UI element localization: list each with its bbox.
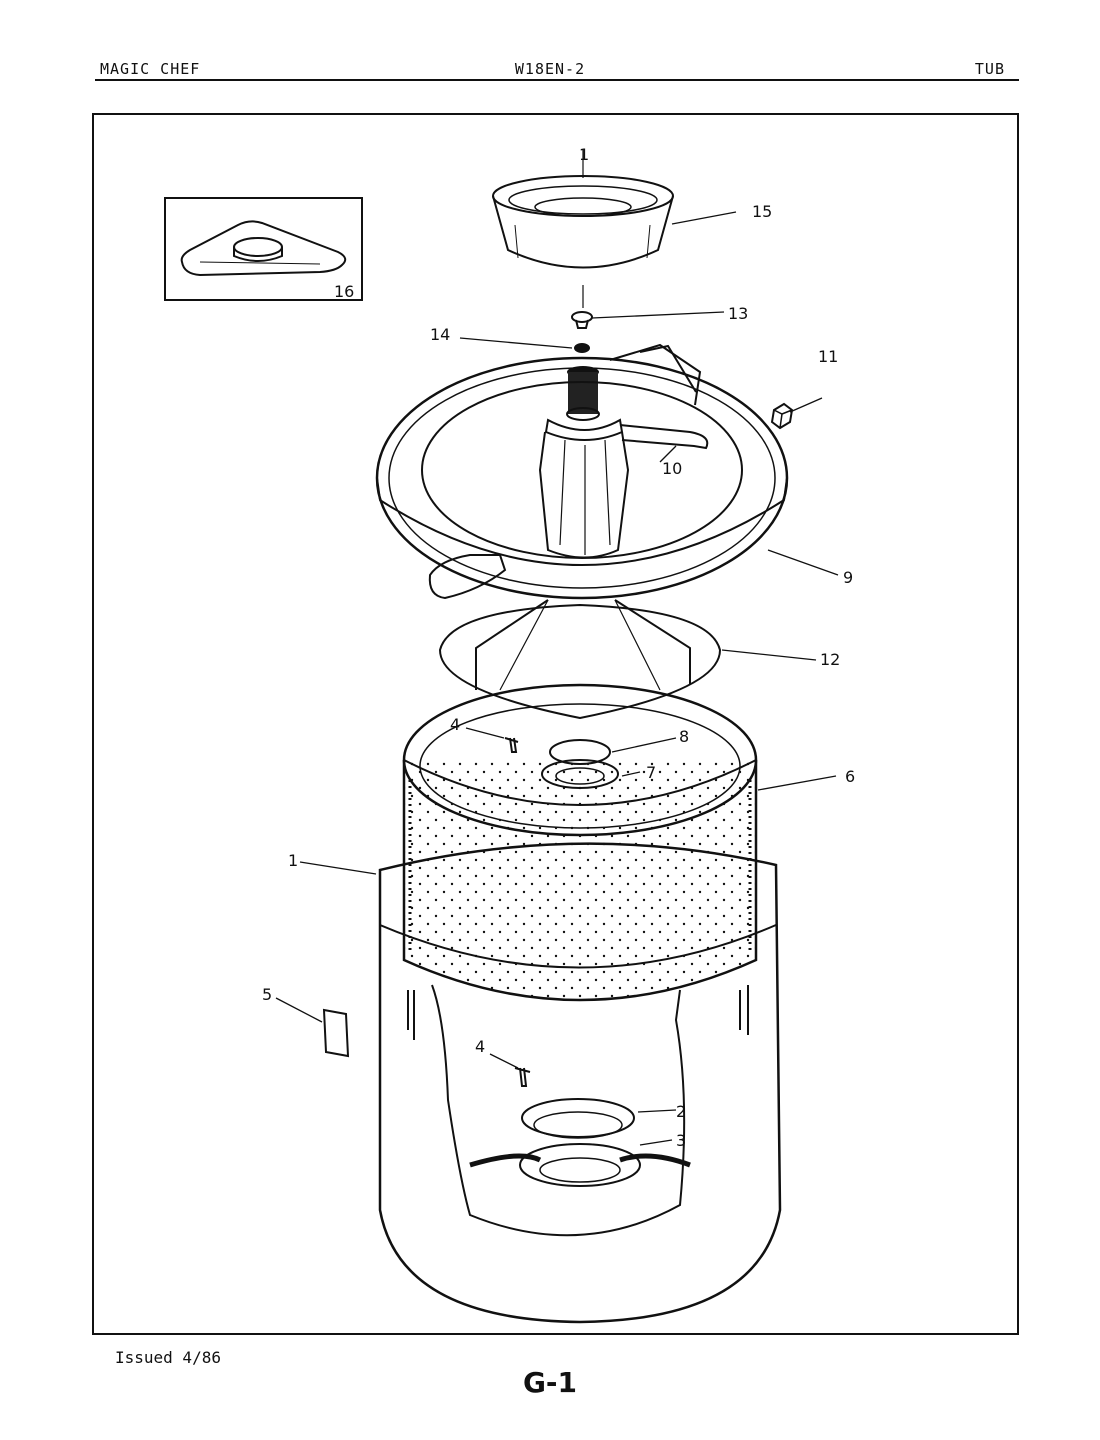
agitator-part-10 [538, 343, 709, 559]
inset-box-part-16 [164, 197, 363, 301]
page-number: G-1 [522, 1366, 578, 1399]
callout-4-lower: 4 [475, 1037, 485, 1056]
callout-6: 6 [845, 767, 855, 786]
issued-date: Issued 4/86 [115, 1348, 221, 1367]
callout-2: 2 [676, 1102, 686, 1121]
agitator-cap-part-15 [492, 150, 674, 269]
leader-lines [275, 211, 839, 1146]
outer-tub-part-1 [378, 842, 782, 1324]
clip-part-11 [770, 402, 794, 430]
tub-ring-part-9 [375, 344, 789, 600]
basket-part-6 [402, 683, 758, 1002]
callout-9: 9 [843, 568, 853, 587]
callout-11: 11 [818, 347, 838, 366]
diagram-frame [92, 113, 1019, 1335]
callout-15: 15 [752, 202, 772, 221]
callout-5: 5 [262, 985, 272, 1004]
callout-16: 16 [334, 282, 354, 301]
callout-14: 14 [430, 325, 450, 344]
callout-13: 13 [728, 304, 748, 323]
callout-12: 12 [820, 650, 840, 669]
callout-1-top: 1 [579, 145, 589, 164]
callout-7: 7 [646, 763, 656, 782]
callout-4-upper: 4 [450, 715, 460, 734]
callout-10: 10 [662, 459, 682, 478]
callout-8: 8 [679, 727, 689, 746]
callout-1-outer: 1 [288, 851, 298, 870]
header-rule [95, 79, 1019, 81]
label-part-5 [322, 1008, 350, 1058]
model-header: W18EN-2 [514, 60, 586, 78]
cap-fastener-parts [571, 285, 593, 353]
brand-header: MAGIC CHEF [100, 60, 201, 78]
section-header: TUB [974, 60, 1005, 78]
callout-3: 3 [676, 1131, 686, 1150]
funnel-part-12 [438, 599, 722, 720]
